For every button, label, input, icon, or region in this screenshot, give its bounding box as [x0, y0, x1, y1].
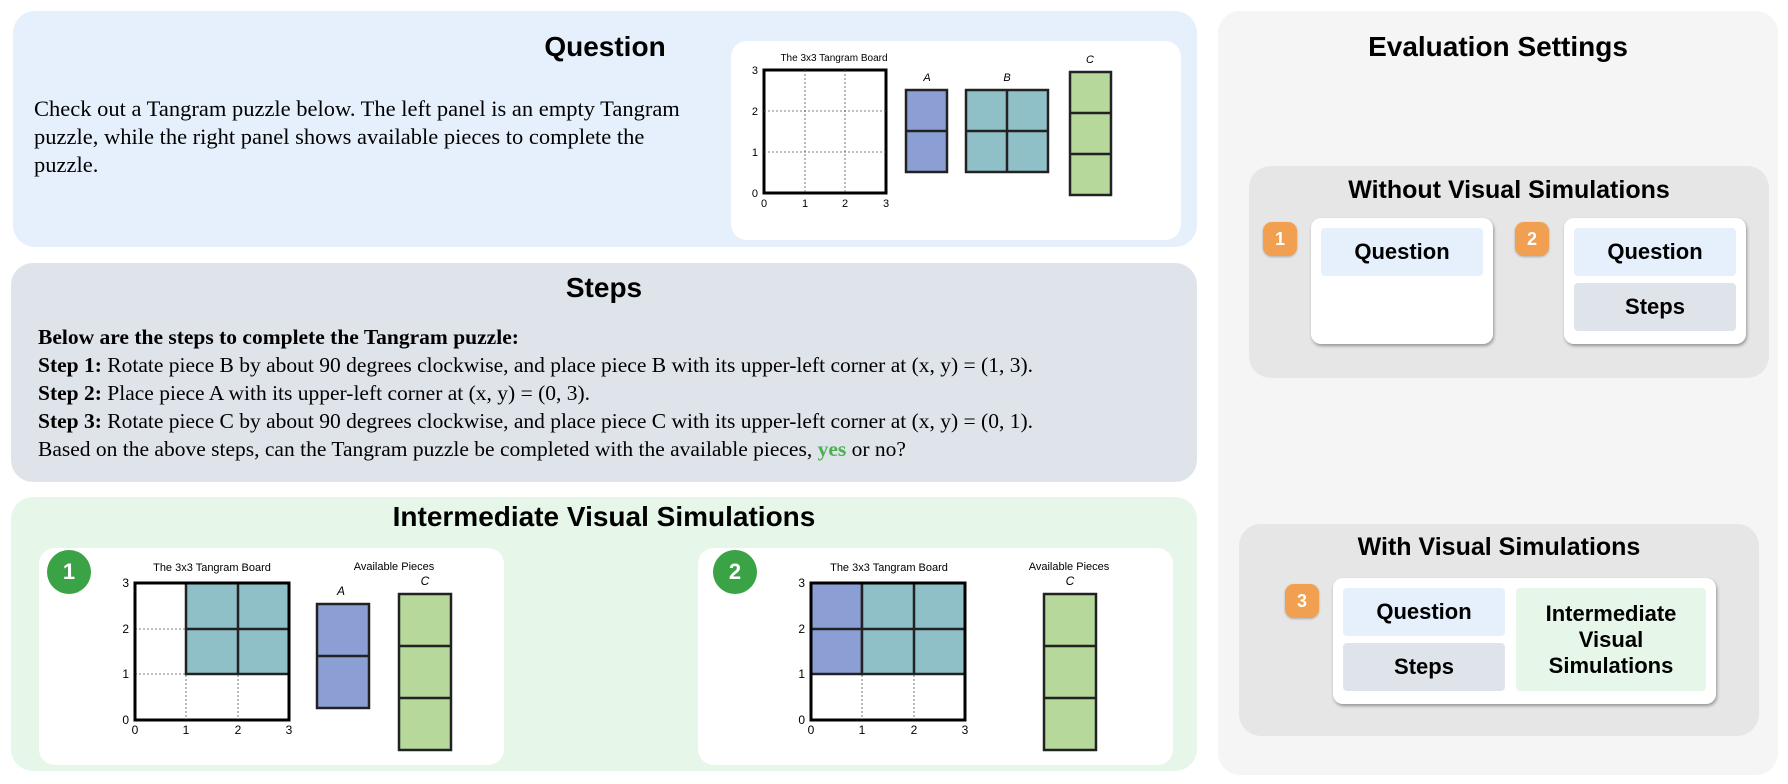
evaluation-panel: Evaluation Settings Without Visual Simul…	[1218, 11, 1778, 775]
setting-2-badge: 2	[1515, 222, 1549, 256]
y-tick: 1	[122, 667, 129, 681]
simulation-2-svg: The 3x3 Tangram Board Available Pieces 0…	[798, 561, 1110, 752]
closing-prefix: Based on the above steps, can the Tangra…	[38, 437, 813, 461]
with-simulations-title: With Visual Simulations	[1357, 533, 1641, 561]
question-panel: Question Check out a Tangram puzzle belo…	[13, 11, 1197, 247]
y-tick: 3	[798, 576, 805, 590]
step-text: Rotate piece C by about 90 degrees clock…	[107, 409, 1033, 433]
setting-1-card: Question	[1311, 218, 1493, 344]
sim2-piece-c-label: C	[1066, 574, 1075, 588]
y-tick: 1	[798, 667, 805, 681]
steps-closing: Based on the above steps, can the Tangra…	[38, 435, 1188, 463]
simulations-panel: Intermediate Visual Simulations The 3x3 …	[11, 497, 1197, 771]
x-tick: 1	[183, 723, 190, 737]
y-tick: 2	[798, 622, 805, 636]
y-tick: 1	[752, 147, 758, 159]
sim2-piece-c	[1042, 592, 1098, 752]
x-tick: 2	[235, 723, 242, 737]
simulation-1-card: The 3x3 Tangram Board Available Pieces 0…	[39, 548, 504, 765]
question-figure: The 3x3 Tangram Board 0 1 2 3 0 1 2 3 A …	[731, 41, 1181, 240]
x-tick: 3	[962, 723, 969, 737]
setting-3-simulations-chip: Intermediate Visual Simulations	[1516, 588, 1706, 691]
setting-2-card: Question Steps	[1564, 218, 1746, 344]
sim2-board-border	[809, 581, 967, 722]
question-board	[762, 68, 888, 195]
without-simulations-panel: Without Visual Simulations 1 Question 2 …	[1249, 166, 1769, 378]
piece-c-label: C	[1086, 54, 1094, 66]
sim2-pieces-title: Available Pieces	[1029, 561, 1110, 573]
steps-intro: Below are the steps to complete the Tang…	[38, 325, 519, 349]
question-title: Question	[544, 31, 666, 62]
x-tick: 0	[761, 198, 767, 210]
question-figure-svg: The 3x3 Tangram Board 0 1 2 3 0 1 2 3 A …	[752, 53, 1113, 210]
y-tick: 3	[752, 65, 758, 77]
sim1-pieces-title: Available Pieces	[354, 561, 435, 573]
piece-c	[1068, 70, 1113, 197]
simulation-1-badge: 1	[47, 550, 91, 594]
step-text: Place piece A with its upper-left corner…	[107, 381, 591, 405]
answer-yes: yes	[817, 437, 847, 461]
step-label: Step 1:	[38, 353, 102, 377]
x-tick: 2	[842, 198, 848, 210]
with-simulations-panel: With Visual Simulations 3 Question Steps…	[1239, 524, 1759, 736]
closing-suffix: or no?	[851, 437, 906, 461]
piece-a-label: A	[922, 72, 930, 84]
piece-b-label: B	[1003, 72, 1010, 84]
setting-3-badge: 3	[1285, 584, 1319, 618]
setting-1-badge: 1	[1263, 222, 1297, 256]
y-tick: 0	[798, 713, 805, 727]
setting-2-question-chip: Question	[1574, 228, 1736, 276]
x-tick: 0	[132, 723, 139, 737]
simulation-2-card: The 3x3 Tangram Board Available Pieces 0…	[698, 548, 1173, 765]
y-tick: 3	[122, 576, 129, 590]
x-tick: 3	[286, 723, 293, 737]
setting-3-steps-chip: Steps	[1343, 643, 1505, 691]
sim1-board-title: The 3x3 Tangram Board	[153, 562, 271, 574]
x-tick: 2	[911, 723, 918, 737]
sim2-board-title: The 3x3 Tangram Board	[830, 562, 948, 574]
steps-title: Steps	[565, 272, 643, 303]
x-tick: 1	[802, 198, 808, 210]
x-tick: 1	[859, 723, 866, 737]
sim1-piece-c-label: C	[421, 574, 430, 588]
simulation-2-badge: 2	[713, 550, 757, 594]
simulation-1-svg: The 3x3 Tangram Board Available Pieces 0…	[122, 561, 453, 752]
without-simulations-title: Without Visual Simulations	[1348, 176, 1670, 204]
setting-3-question-chip: Question	[1343, 588, 1505, 636]
step-2: Step 2: Place piece A with its upper-lef…	[38, 379, 1188, 407]
setting-1-question-chip: Question	[1321, 228, 1483, 276]
sim1-piece-a-label: A	[336, 584, 345, 598]
y-tick: 2	[752, 106, 758, 118]
evaluation-title: Evaluation Settings	[1368, 31, 1628, 62]
y-tick: 0	[122, 713, 129, 727]
sim1-piece-c	[397, 592, 453, 752]
step-1: Step 1: Rotate piece B by about 90 degre…	[38, 351, 1188, 379]
x-tick: 0	[808, 723, 815, 737]
step-3: Step 3: Rotate piece C by about 90 degre…	[38, 407, 1188, 435]
step-label: Step 3:	[38, 409, 102, 433]
y-tick: 0	[752, 188, 758, 200]
step-label: Step 2:	[38, 381, 102, 405]
sim1-board-border	[133, 581, 291, 722]
question-board-title: The 3x3 Tangram Board	[780, 53, 887, 64]
steps-body: Below are the steps to complete the Tang…	[38, 323, 1188, 463]
steps-panel: Steps Below are the steps to complete th…	[11, 263, 1197, 482]
setting-2-steps-chip: Steps	[1574, 283, 1736, 331]
step-text: Rotate piece B by about 90 degrees clock…	[107, 353, 1033, 377]
question-text: Check out a Tangram puzzle below. The le…	[34, 96, 680, 177]
y-tick: 2	[122, 622, 129, 636]
simulations-title: Intermediate Visual Simulations	[392, 501, 816, 532]
x-tick: 3	[883, 198, 889, 210]
setting-3-card: Question Steps Intermediate Visual Simul…	[1333, 578, 1716, 704]
